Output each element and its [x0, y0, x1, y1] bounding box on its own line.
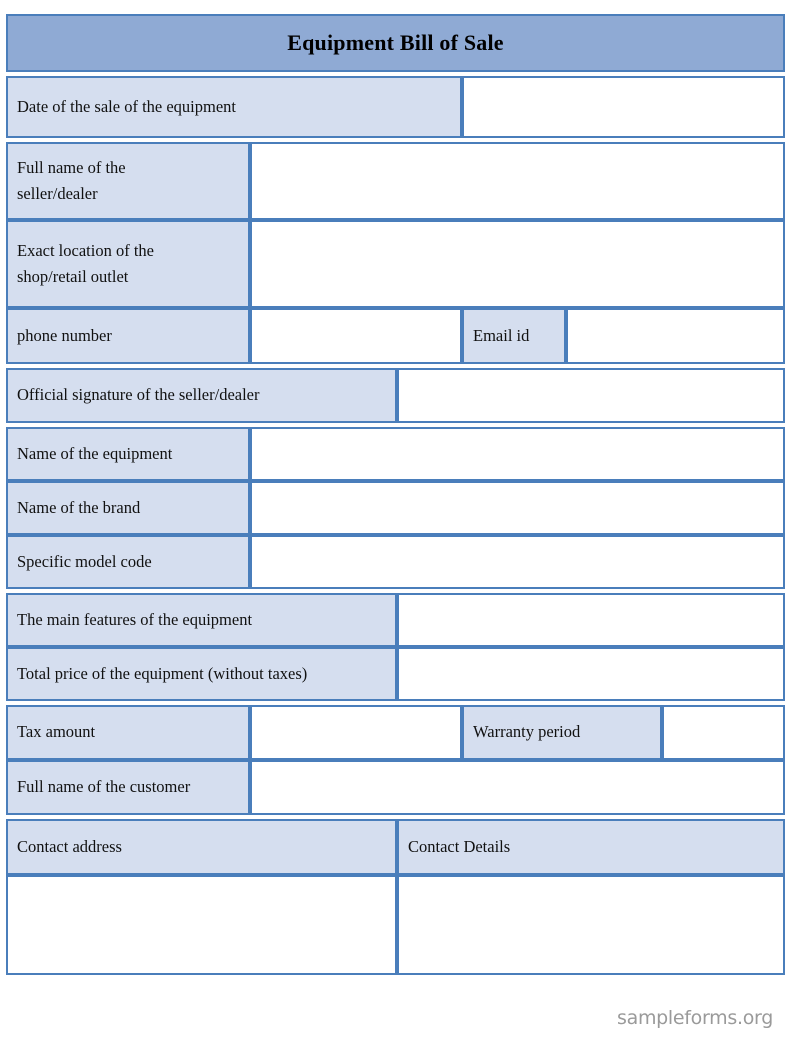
label-model-code: Specific model code: [6, 535, 250, 589]
value-contact-address[interactable]: [6, 875, 397, 975]
value-date-of-sale[interactable]: [462, 76, 785, 138]
label-contact-details: Contact Details: [397, 819, 785, 875]
label-seller-name: Full name of the seller/dealer: [6, 142, 250, 220]
spacer: [6, 589, 785, 593]
row-shop-location: Exact location of the shop/retail outlet: [6, 220, 785, 308]
row-equipment-name: Name of the equipment: [6, 427, 785, 481]
row-main-features: The main features of the equipment: [6, 593, 785, 647]
value-brand-name[interactable]: [250, 481, 785, 535]
page-title: Equipment Bill of Sale: [6, 14, 785, 72]
label-shop-location: Exact location of the shop/retail outlet: [6, 220, 250, 308]
row-model-code: Specific model code: [6, 535, 785, 589]
row-brand-name: Name of the brand: [6, 481, 785, 535]
row-seller-signature: Official signature of the seller/dealer: [6, 368, 785, 423]
watermark: sampleforms.org: [617, 1007, 773, 1029]
value-shop-location[interactable]: [250, 220, 785, 308]
spacer: [6, 138, 785, 142]
label-seller-name-line1: Full name of the: [17, 157, 126, 177]
label-seller-name-line2: seller/dealer: [17, 184, 98, 203]
label-tax-amount: Tax amount: [6, 705, 250, 760]
value-customer-name[interactable]: [250, 760, 785, 815]
row-contact-headers: Contact address Contact Details: [6, 819, 785, 875]
spacer: [6, 364, 785, 368]
value-model-code[interactable]: [250, 535, 785, 589]
spacer: [6, 423, 785, 427]
value-seller-name[interactable]: [250, 142, 785, 220]
label-shop-location-line1: Exact location of the: [17, 240, 154, 260]
label-equipment-name: Name of the equipment: [6, 427, 250, 481]
row-seller-name: Full name of the seller/dealer: [6, 142, 785, 220]
value-seller-signature[interactable]: [397, 368, 785, 423]
value-equipment-name[interactable]: [250, 427, 785, 481]
value-tax-amount[interactable]: [250, 705, 462, 760]
row-date-of-sale: Date of the sale of the equipment: [6, 76, 785, 138]
value-total-price[interactable]: [397, 647, 785, 701]
row-phone-email: phone number Email id: [6, 308, 785, 364]
spacer: [6, 701, 785, 705]
row-contact-values: [6, 875, 785, 975]
label-date-of-sale: Date of the sale of the equipment: [6, 76, 462, 138]
label-seller-signature: Official signature of the seller/dealer: [6, 368, 397, 423]
label-shop-location-line2: shop/retail outlet: [17, 267, 129, 286]
label-phone-number: phone number: [6, 308, 250, 364]
label-brand-name: Name of the brand: [6, 481, 250, 535]
row-total-price: Total price of the equipment (without ta…: [6, 647, 785, 701]
value-contact-details[interactable]: [397, 875, 785, 975]
row-customer-name: Full name of the customer: [6, 760, 785, 815]
value-warranty-period[interactable]: [662, 705, 785, 760]
equipment-bill-of-sale-table: Equipment Bill of Sale Date of the sale …: [6, 14, 785, 975]
label-warranty-period: Warranty period: [462, 705, 662, 760]
row-tax-warranty: Tax amount Warranty period: [6, 705, 785, 760]
value-main-features[interactable]: [397, 593, 785, 647]
title-row: Equipment Bill of Sale: [6, 14, 785, 72]
spacer: [6, 815, 785, 819]
label-main-features: The main features of the equipment: [6, 593, 397, 647]
label-total-price: Total price of the equipment (without ta…: [6, 647, 397, 701]
spacer: [6, 72, 785, 76]
value-phone-number[interactable]: [250, 308, 462, 364]
value-email-id[interactable]: [566, 308, 785, 364]
label-email-id: Email id: [462, 308, 566, 364]
label-customer-name: Full name of the customer: [6, 760, 250, 815]
label-contact-address: Contact address: [6, 819, 397, 875]
